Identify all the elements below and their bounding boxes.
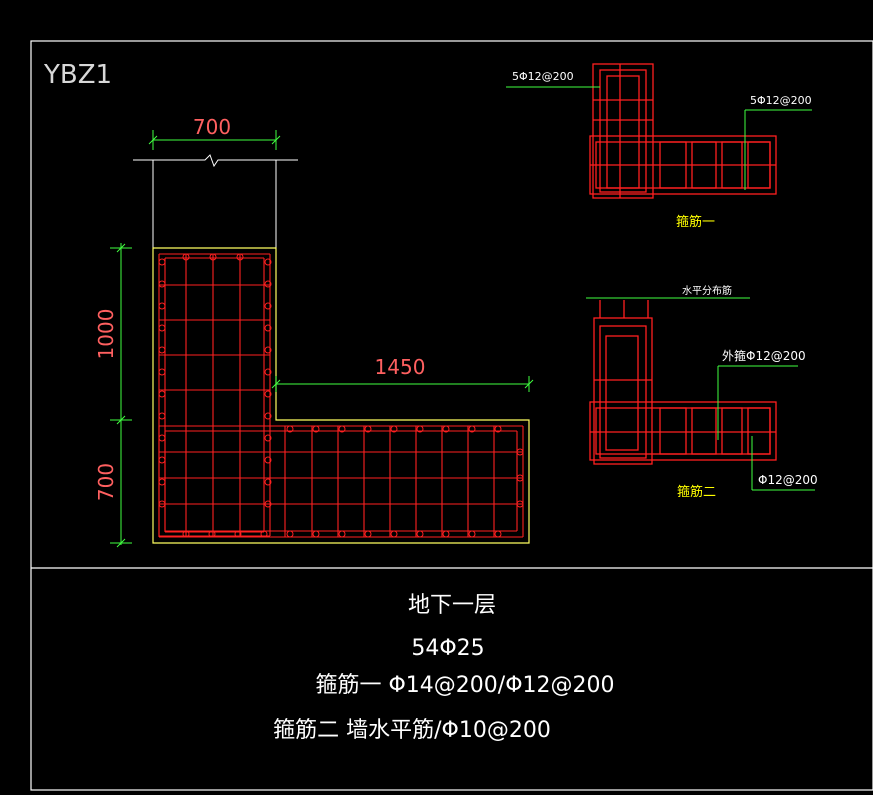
- detail2-note-top: 水平分布筋: [682, 284, 732, 297]
- detail2-caption: 箍筋二: [677, 484, 716, 500]
- detail1-caption: 箍筋一: [676, 214, 715, 230]
- rebar-bar: [158, 368, 166, 376]
- detail1-note-b: 5Φ12@200: [750, 94, 812, 107]
- rebar-bar: [390, 530, 398, 538]
- rebar-bar: [182, 253, 190, 261]
- rebar-bar: [264, 500, 272, 508]
- rebar-bar: [264, 368, 272, 376]
- detail2-note-outer: 外箍Φ12@200: [722, 348, 806, 363]
- rebar-bar: [264, 280, 272, 288]
- note-stirrup-1: 箍筋一 Φ14@200/Φ12@200: [315, 673, 614, 698]
- rebar-bar: [158, 390, 166, 398]
- rebar-bar: [234, 530, 242, 538]
- rebar-grid: [158, 253, 524, 538]
- rebar-bar: [158, 456, 166, 464]
- rebar-bar: [338, 425, 346, 433]
- dim-left-lower: 700: [94, 463, 118, 501]
- rebar-bar: [264, 390, 272, 398]
- rebar-bar: [264, 478, 272, 486]
- rebar-bar: [264, 324, 272, 332]
- rebar-bar: [516, 474, 524, 482]
- rebar-bar: [286, 425, 294, 433]
- rebar-bar: [286, 530, 294, 538]
- rebar-bar: [158, 280, 166, 288]
- rebar-bar: [364, 530, 372, 538]
- rebar-bar: [158, 324, 166, 332]
- rebar-bar: [260, 530, 268, 538]
- detail2-note-inner: Φ12@200: [758, 473, 818, 487]
- detail1-leaders: [506, 86, 812, 190]
- rebar-bar: [468, 530, 476, 538]
- rebar-bar: [264, 302, 272, 310]
- rebar-bar: [364, 425, 372, 433]
- stirrup-detail-1: 5Φ12@200 5Φ12@200 箍筋一: [506, 63, 812, 230]
- rebar-bar: [264, 346, 272, 354]
- rebar-bar: [516, 448, 524, 456]
- rebar-bar: [312, 425, 320, 433]
- rebar-bar: [494, 530, 502, 538]
- dimension-lines: [110, 130, 534, 548]
- rebar-bar: [264, 412, 272, 420]
- rebar-bar: [158, 302, 166, 310]
- detail1-rebar: [589, 63, 777, 199]
- rebar-bar: [416, 425, 424, 433]
- dim-left-upper: 1000: [94, 309, 118, 360]
- main-section: 700 1000 700 1450: [94, 115, 534, 548]
- dim-top-width: 700: [193, 115, 231, 139]
- detail2-leaders: [586, 297, 815, 491]
- detail1-note-a: 5Φ12@200: [512, 70, 574, 83]
- rebar-bar: [338, 530, 346, 538]
- rebar-bar: [442, 425, 450, 433]
- note-floor: 地下一层: [408, 593, 496, 618]
- rebar-bar: [516, 500, 524, 508]
- rebar-bar: [158, 258, 166, 266]
- rebar-bar: [312, 530, 320, 538]
- rebar-bar: [208, 530, 216, 538]
- rebar-bar: [158, 346, 166, 354]
- rebar-bar: [390, 425, 398, 433]
- rebar-bar: [264, 434, 272, 442]
- note-stirrup-2: 箍筋二 墙水平筋/Φ10@200: [273, 718, 551, 743]
- rebar-bar: [158, 412, 166, 420]
- rebar-bar: [209, 253, 217, 261]
- rebar-bar: [264, 258, 272, 266]
- rebar-bar: [416, 530, 424, 538]
- rebar-bar: [236, 253, 244, 261]
- rebar-bar: [494, 425, 502, 433]
- drawing-frame: [30, 40, 873, 791]
- rebar-bar: [158, 434, 166, 442]
- detail2-rebar: [589, 300, 777, 465]
- section-outline: [152, 247, 530, 544]
- rebar-bar: [264, 456, 272, 464]
- note-main-bars: 54Φ25: [411, 636, 484, 661]
- rebar-bar: [158, 478, 166, 486]
- break-line: [133, 154, 298, 168]
- rebar-bar: [182, 530, 190, 538]
- rebar-bar: [468, 425, 476, 433]
- rebar-bar: [442, 530, 450, 538]
- stirrup-detail-2: 水平分布筋 外箍Φ12@200 Φ12@200 箍筋二: [586, 284, 818, 500]
- column-tag: YBZ1: [43, 60, 112, 90]
- dim-right-width: 1450: [375, 355, 426, 379]
- rebar-bar: [158, 500, 166, 508]
- title-notes: 地下一层 54Φ25 箍筋一 Φ14@200/Φ12@200 箍筋二 墙水平筋/…: [273, 593, 614, 743]
